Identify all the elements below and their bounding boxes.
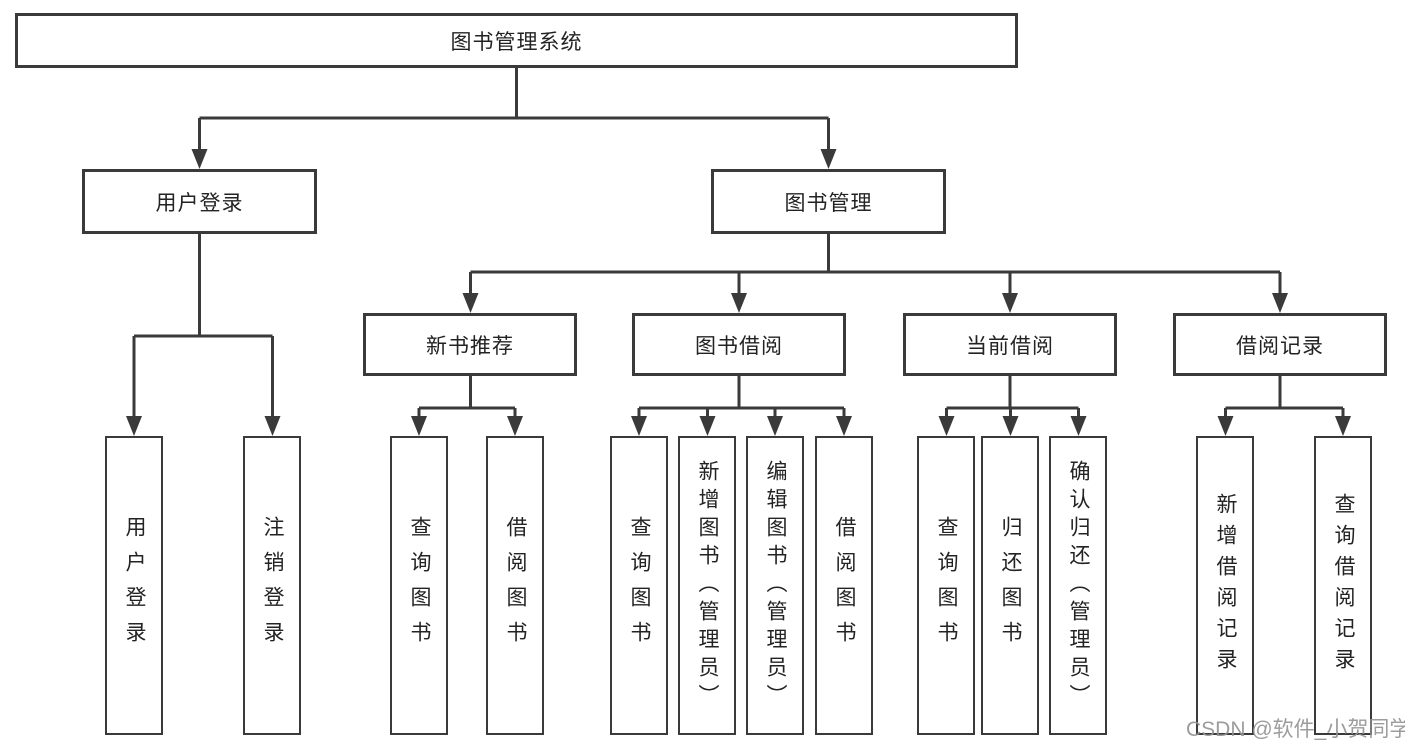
node-label: 用户登录 <box>123 515 146 656</box>
leaf-query-borrow-record: 查询借阅记录 <box>1314 436 1372 735</box>
node-label: 借阅图书 <box>504 515 527 656</box>
node-label: 查询图书 <box>408 515 431 656</box>
node-book-borrowing: 图书借阅 <box>632 313 846 376</box>
node-library-management-system: 图书管理系统 <box>15 13 1018 68</box>
leaf-query-books-borrow: 查询图书 <box>610 436 668 735</box>
node-label: 当前借阅 <box>966 334 1054 358</box>
node-label: 归还图书 <box>999 515 1022 656</box>
node-label: 图书管理 <box>784 191 873 215</box>
node-label: 新书推荐 <box>426 334 514 358</box>
leaf-user-login: 用户登录 <box>105 436 163 735</box>
node-label: 查询图书 <box>628 515 651 656</box>
leaf-return-books: 归还图书 <box>981 436 1039 735</box>
leaf-edit-books-admin: 编辑图书（管理员） <box>746 436 804 735</box>
node-user-login: 用户登录 <box>82 169 317 234</box>
node-label: 借阅图书 <box>833 515 856 656</box>
node-book-management: 图书管理 <box>711 169 946 234</box>
leaf-add-borrow-record: 新增借阅记录 <box>1196 436 1254 735</box>
leaf-confirm-return-admin: 确认归还（管理员） <box>1049 436 1107 735</box>
node-label: 借阅记录 <box>1236 334 1324 358</box>
leaf-query-books-current: 查询图书 <box>917 436 975 735</box>
leaf-logout: 注销登录 <box>243 436 301 735</box>
leaf-query-books-recommend: 查询图书 <box>390 436 448 735</box>
node-label: 新增借阅记录 <box>1214 492 1237 679</box>
csdn-watermark: CSDN @软件_小贺同学 <box>1186 718 1405 741</box>
node-new-book-recommendation: 新书推荐 <box>363 313 577 376</box>
leaf-borrow-books-recommend: 借阅图书 <box>486 436 544 735</box>
node-label: 注销登录 <box>261 515 284 656</box>
node-label: 编辑图书（管理员） <box>764 459 787 712</box>
node-label: 图书管理系统 <box>450 30 583 54</box>
node-label: 用户登录 <box>155 191 244 215</box>
leaf-add-books-admin: 新增图书（管理员） <box>678 436 736 735</box>
node-label: 确认归还（管理员） <box>1067 459 1090 712</box>
node-label: 查询借阅记录 <box>1332 492 1355 679</box>
node-label: 查询图书 <box>935 515 958 656</box>
leaf-borrow-books: 借阅图书 <box>815 436 873 735</box>
node-borrowing-records: 借阅记录 <box>1173 313 1387 376</box>
node-label: 新增图书（管理员） <box>696 459 719 712</box>
node-current-borrowing: 当前借阅 <box>903 313 1117 376</box>
node-label: 图书借阅 <box>695 334 783 358</box>
